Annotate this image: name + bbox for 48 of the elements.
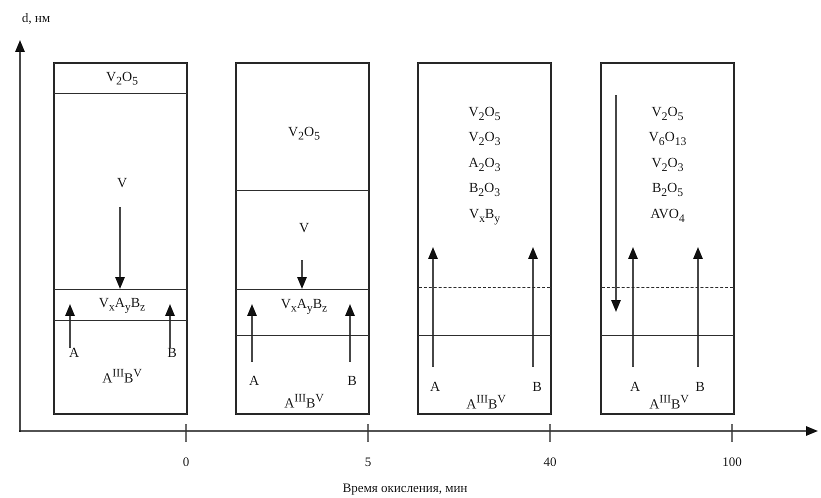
diffusion-arrow (165, 304, 175, 348)
sample-panel (53, 62, 188, 415)
formula-label: A$^{III}$B$^{V}$ (284, 392, 324, 412)
formula-label: A (630, 381, 640, 395)
formula-label: V$_{x}$B$_{y}$ (468, 208, 500, 224)
sample-panel (600, 62, 735, 415)
formula-label: V$_{x}$A$_{y}$B$_{z}$ (280, 298, 328, 314)
formula-label: V$_{2}$O$_{5}$ (106, 70, 138, 88)
formula-label: B (695, 381, 705, 395)
formula-label: A (430, 381, 440, 395)
diffusion-arrow (247, 304, 257, 362)
formula-label: V (116, 177, 128, 191)
formula-label: V$_{2}$O$_{3}$ (468, 131, 500, 148)
formula-label: V$_{2}$O$_{3}$ (652, 156, 684, 174)
tick-label: 100 (722, 454, 742, 470)
formula-label: B$_{2}$O$_{5}$ (652, 182, 684, 199)
diffusion-arrow (115, 207, 125, 289)
formula-label: A$_{2}$O$_{3}$ (468, 156, 500, 174)
sample-panel (417, 62, 552, 415)
sample-panel (235, 62, 370, 415)
formula-label: B$_{2}$O$_{3}$ (468, 182, 500, 199)
axis-title: d, нм (22, 10, 50, 26)
formula-label: V$_{2}$O$_{5}$ (288, 126, 320, 142)
formula-label: V$_{6}$O$_{13}$ (648, 131, 686, 148)
tick-label: 40 (544, 454, 556, 470)
formula-label: V$_{2}$O$_{5}$ (652, 106, 684, 122)
tick-label: 0 (182, 454, 190, 470)
diffusion-arrow (628, 247, 638, 367)
formula-label: A (68, 347, 80, 361)
formula-label: A$^{III}$B$^{V}$ (466, 394, 506, 412)
formula-label: AVO$_{4}$ (650, 208, 685, 224)
diffusion-arrow (428, 247, 438, 367)
diffusion-arrow (65, 304, 75, 348)
diffusion-arrow (693, 247, 703, 367)
diffusion-arrow (528, 247, 538, 367)
formula-label: B (532, 381, 542, 395)
formula-label: V (298, 222, 310, 236)
formula-label: V$_{2}$O$_{5}$ (468, 106, 500, 122)
formula-label: B (347, 375, 357, 389)
formula-label: V$_{x}$A$_{y}$B$_{z}$ (98, 296, 146, 314)
axis-title: Время окисления, мин (342, 480, 468, 496)
formula-label: A$^{III}$B$^{V}$ (102, 368, 142, 386)
formula-label: A (248, 375, 260, 389)
diffusion-arrow (297, 260, 307, 289)
formula-label: B (167, 347, 177, 361)
formula-label: A$^{III}$B$^{V}$ (649, 394, 689, 412)
tick-label: 5 (364, 454, 372, 470)
diffusion-arrow (345, 304, 355, 362)
